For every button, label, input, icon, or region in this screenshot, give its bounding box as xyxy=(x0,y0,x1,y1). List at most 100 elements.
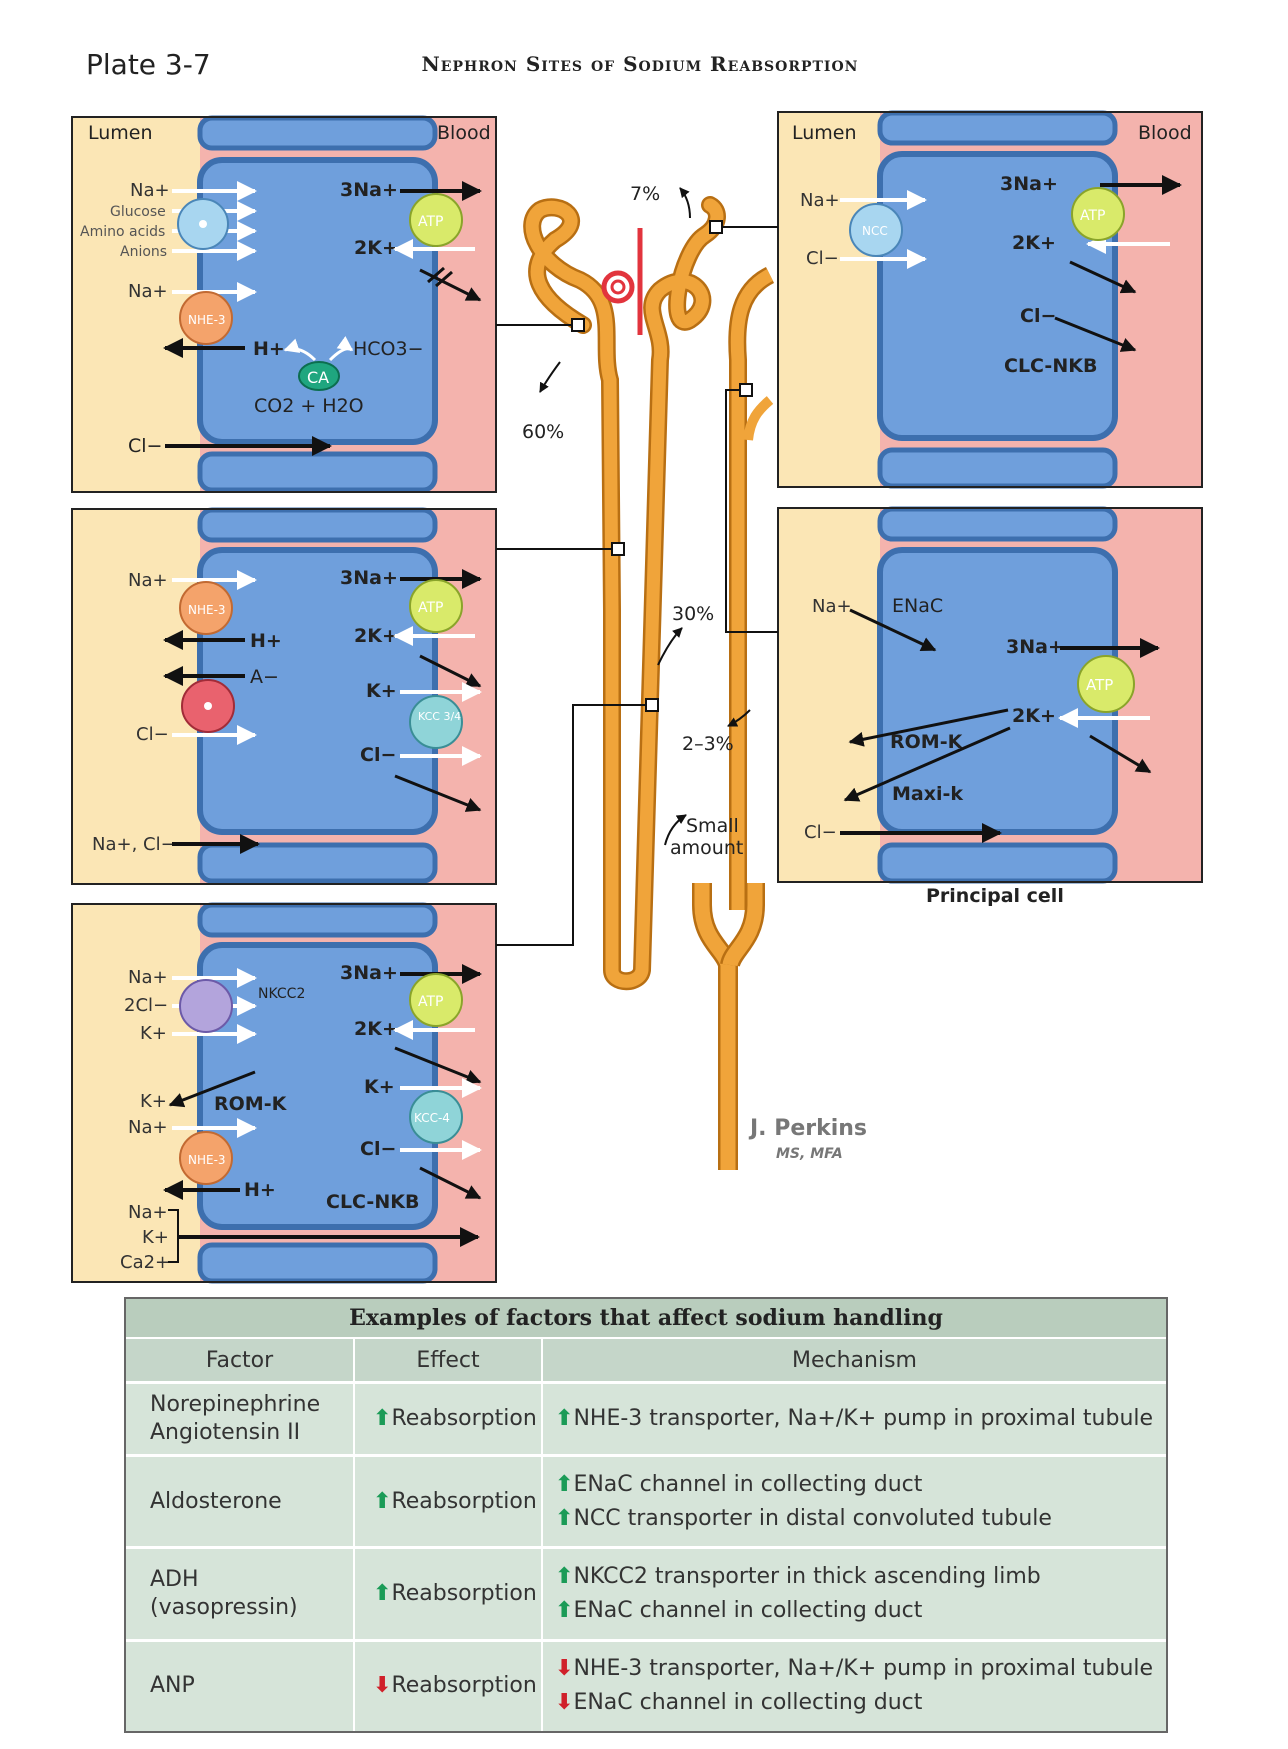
mechanism-cell: ⬆NHE-3 transporter, Na+/K+ pump in proxi… xyxy=(542,1381,1166,1456)
factor-name: Angiotensin II xyxy=(150,1419,301,1445)
k-efflux-label: K+ xyxy=(140,1091,167,1112)
blood-label: Blood xyxy=(1138,122,1192,144)
maxik-label: Maxi-k xyxy=(892,783,963,805)
artist-signature: J. Perkins xyxy=(748,1116,867,1141)
mechanism-item: ⬆NCC transporter in distal convoluted tu… xyxy=(555,1505,1156,1533)
kcc4-transporter-icon: KCC-4 xyxy=(409,1090,463,1144)
svg-text:KCC 3/4: KCC 3/4 xyxy=(418,710,461,723)
nkcc2-transporter-icon xyxy=(179,979,233,1033)
atp-pump-icon: ATP xyxy=(409,193,463,247)
na-label: Na+ xyxy=(812,596,852,617)
3na-label: 3Na+ xyxy=(340,179,398,201)
factors-table: Examples of factors that affect sodium h… xyxy=(124,1297,1168,1733)
artist-credentials: MS, MFA xyxy=(776,1146,843,1162)
effect-cell: ⬆Reabsorption xyxy=(354,1381,543,1456)
atp-pump-icon: ATP xyxy=(1071,187,1125,241)
svg-text:KCC-4: KCC-4 xyxy=(414,1111,450,1125)
nhe3-transporter-icon: NHE-3 xyxy=(179,291,233,345)
mechanism-text: ENaC channel in collecting duct xyxy=(573,1597,923,1623)
nephron-tubule xyxy=(523,196,775,1170)
amino-acids-label: Amino acids xyxy=(80,224,165,240)
column-header-factor: Factor xyxy=(126,1338,355,1383)
mechanism-cell: ⬇NHE-3 transporter, Na+/K+ pump in proxi… xyxy=(542,1638,1166,1731)
svg-text:ATP: ATP xyxy=(1080,208,1105,224)
enac-label: ENaC xyxy=(892,595,943,617)
table-row: Aldosterone⬆Reabsorption⬆ENaC channel in… xyxy=(126,1453,1166,1548)
effect-cell: ⬇Reabsorption xyxy=(354,1638,543,1731)
percent-distal-label: 7% xyxy=(630,183,660,205)
effect-text: Reabsorption xyxy=(391,1673,537,1699)
up-arrow-icon: ⬆ xyxy=(373,1488,392,1514)
3na-label: 3Na+ xyxy=(1006,636,1064,658)
sglt-transporter-icon xyxy=(177,198,229,250)
nhe3-transporter-icon: NHE-3 xyxy=(179,581,233,635)
effect-text: Reabsorption xyxy=(391,1405,537,1431)
chloride-label: Cl− xyxy=(1020,305,1056,327)
page-title: Nephron Sites of Sodium Reabsorption xyxy=(421,52,859,76)
3na-label: 3Na+ xyxy=(340,962,398,984)
mechanism-text: NHE-3 transporter, Na+/K+ pump in proxim… xyxy=(573,1405,1154,1431)
chloride-label: Cl− xyxy=(804,822,837,843)
down-arrow-icon: ⬇ xyxy=(373,1673,392,1699)
2cl-label: 2Cl− xyxy=(124,995,168,1016)
carbonic-anhydrase-icon: CA xyxy=(298,361,340,391)
atp-pump-icon: ATP xyxy=(409,579,463,633)
panel-principal-cell: Na+ ENaC 3Na+ 2K+ ATP ROM-K Maxi-k Cl− xyxy=(777,506,1203,884)
factor-cell: ADH(vasopressin) xyxy=(126,1546,355,1641)
table-row: ADH(vasopressin)⬆Reabsorption⬆NKCC2 tran… xyxy=(126,1546,1166,1641)
na-label: Na+ xyxy=(800,190,840,211)
ncc-transporter-icon: NCC xyxy=(849,203,903,257)
paracellular-nacl-label: Na+, Cl− xyxy=(92,834,176,855)
atp-pump-icon: ATP xyxy=(409,973,463,1027)
clcnkb-label: CLC-NKB xyxy=(1004,355,1097,377)
panel-distal-tubule: Lumen Blood Na+ NCC Cl− 3Na+ 2K+ ATP Cl−… xyxy=(777,110,1203,489)
percent-collecting-label: 2–3% xyxy=(682,733,734,755)
paracellular-na-label: Na+ xyxy=(128,1202,168,1223)
svg-text:NCC: NCC xyxy=(862,224,888,238)
mechanism-text: ENaC channel in collecting duct xyxy=(573,1471,923,1497)
chloride-label: Cl− xyxy=(360,744,396,766)
2k-label: 2K+ xyxy=(1012,705,1056,727)
na-label: Na+ xyxy=(128,967,168,988)
plate-number: Plate 3-7 xyxy=(86,48,211,81)
small-amount-label: amount xyxy=(670,837,743,859)
nkcc2-label: NKCC2 xyxy=(258,986,305,1002)
h-ion-label: H+ xyxy=(250,630,282,652)
mechanism-text: NCC transporter in distal convoluted tub… xyxy=(573,1505,1052,1531)
lumen-label: Lumen xyxy=(792,122,857,144)
table-caption: Examples of factors that affect sodium h… xyxy=(126,1299,1166,1339)
2k-label: 2K+ xyxy=(1012,232,1056,254)
effect-text: Reabsorption xyxy=(391,1580,537,1606)
factor-name: (vasopressin) xyxy=(150,1594,298,1620)
chloride-label: Cl− xyxy=(136,724,169,745)
mechanism-text: ENaC channel in collecting duct xyxy=(573,1690,923,1716)
column-header-effect: Effect xyxy=(354,1338,543,1383)
panel-proximal-tubule: Lumen Blood Na+ Glucose Amino acids Anio… xyxy=(71,115,497,493)
factor-name: Aldosterone xyxy=(150,1488,282,1514)
glucose-label: Glucose xyxy=(110,204,166,220)
na-label: Na+ xyxy=(128,281,168,302)
na-label: Na+ xyxy=(128,1117,168,1138)
panel-connectors xyxy=(496,220,778,946)
effect-cell: ⬆Reabsorption xyxy=(354,1546,543,1641)
nhe3-transporter-icon: NHE-3 xyxy=(179,1131,233,1185)
co2-water-label: CO2 + H2O xyxy=(254,395,364,417)
kcc-transporter-icon: KCC 3/4 xyxy=(409,695,463,749)
na-label: Na+ xyxy=(128,570,168,591)
up-arrow-icon: ⬆ xyxy=(555,1597,574,1623)
effect-text: Reabsorption xyxy=(391,1488,537,1514)
paracellular-ca-label: Ca2+ xyxy=(120,1252,170,1273)
up-arrow-icon: ⬆ xyxy=(555,1405,574,1431)
mechanism-item: ⬆ENaC channel in collecting duct xyxy=(555,1471,1156,1499)
effect-cell: ⬆Reabsorption xyxy=(354,1453,543,1548)
panel-thick-limb-lower: Na+ 2Cl− K+ NKCC2 K+ ROM-K Na+ NHE-3 H+ … xyxy=(71,902,497,1284)
k-label: K+ xyxy=(364,1076,395,1098)
svg-text:NHE-3: NHE-3 xyxy=(188,603,226,617)
factor-name: Norepinephrine xyxy=(150,1391,321,1417)
svg-text:ATP: ATP xyxy=(418,994,443,1010)
2k-label: 2K+ xyxy=(354,625,398,647)
up-arrow-icon: ⬆ xyxy=(555,1563,574,1589)
svg-text:CA: CA xyxy=(307,368,329,387)
blood-label: Blood xyxy=(437,122,491,144)
